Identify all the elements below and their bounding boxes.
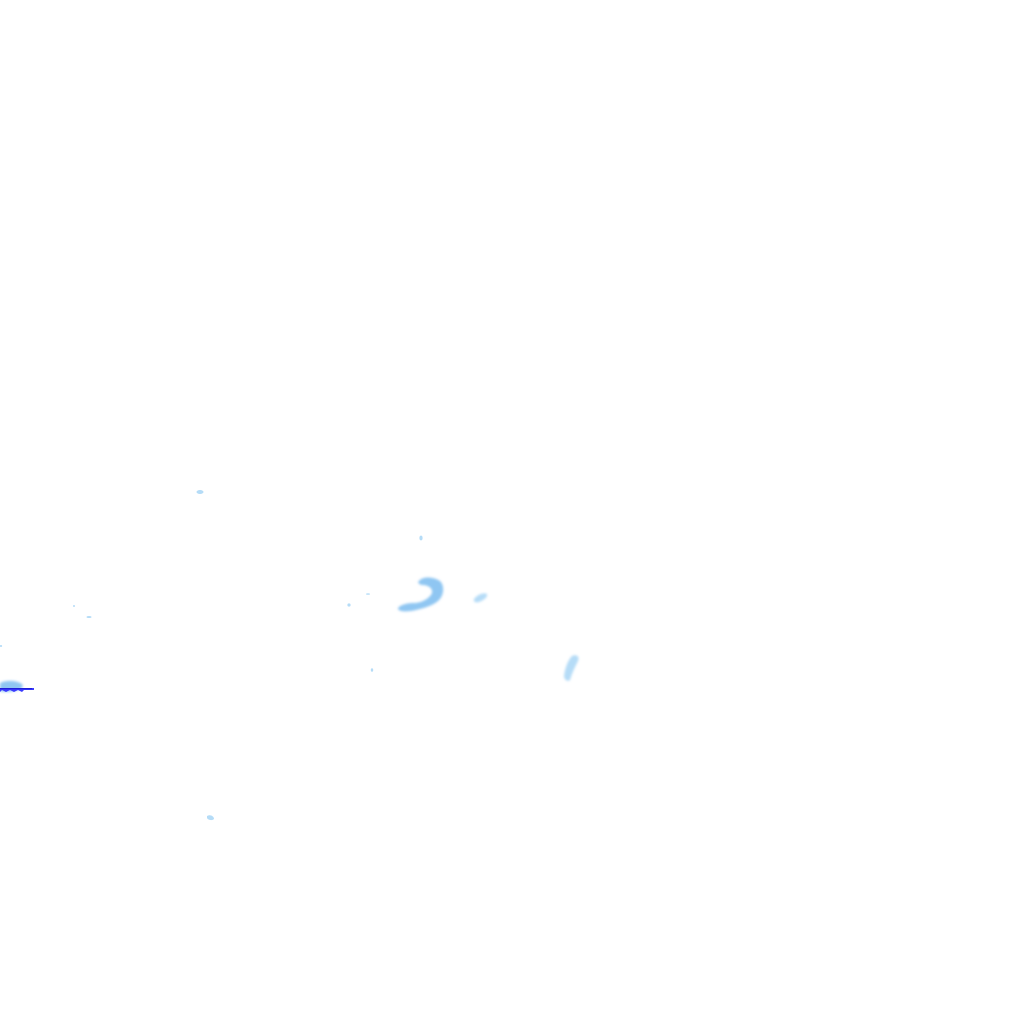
precip-cell-east-small — [473, 593, 488, 603]
precip-speck-northwest — [196, 490, 204, 494]
precip-speck-southwest — [207, 815, 214, 821]
precip-speck-far-west-2 — [73, 605, 75, 607]
precip-cell-west-edge-line — [0, 688, 32, 690]
precip-speck-south-center — [370, 668, 374, 672]
precip-speck-left-edge — [0, 645, 3, 647]
precip-speck-west-center — [347, 603, 351, 607]
precip-speck-west-center-2 — [366, 593, 370, 595]
precip-speck-north — [419, 535, 423, 541]
precip-cell-central-hook — [398, 577, 444, 612]
precip-speck-far-west — [86, 616, 92, 618]
precip-cell-southeast-crescent — [564, 655, 579, 681]
